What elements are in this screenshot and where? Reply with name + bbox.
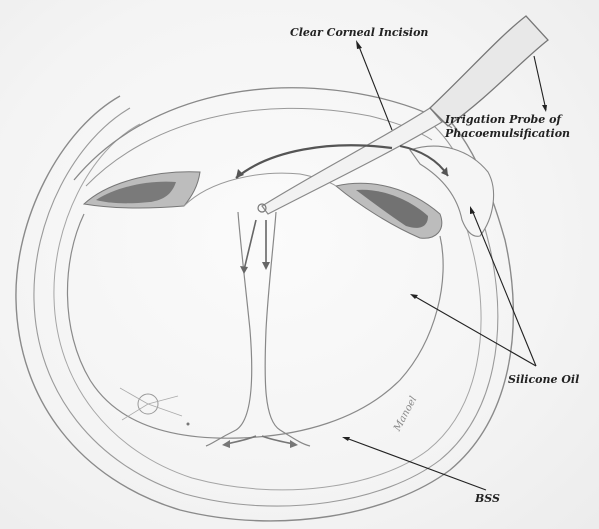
retina-dot — [187, 423, 190, 426]
flow-arrow-down-left-head — [240, 266, 248, 274]
pointer-probe — [534, 56, 546, 110]
pointer-oil-2-head — [410, 294, 418, 299]
probe-handle — [430, 16, 548, 126]
irrigation-probe-label-line1: Irrigation Probe of — [445, 113, 570, 127]
pointer-oil-2 — [414, 296, 536, 366]
flow-arrow-down-right-head — [262, 262, 270, 270]
bss-label: BSS — [475, 492, 500, 506]
central-column — [206, 212, 252, 446]
irrigation-probe-label-line2: Phacoemulsification — [445, 127, 570, 141]
irrigation-probe-label: Irrigation Probe of Phacoemulsification — [445, 113, 570, 141]
clear-corneal-incision-label: Clear Corneal Incision — [290, 26, 428, 40]
flow-arrow-bottom-right — [262, 436, 294, 444]
pointer-bss — [346, 438, 486, 490]
pointer-probe-head — [542, 105, 547, 112]
flow-arrow-bottom-right-head — [290, 440, 298, 448]
retinal-vessels — [120, 388, 182, 420]
vitreous-cavity-contour — [67, 214, 443, 438]
central-column-right — [265, 212, 310, 446]
pointer-oil-1 — [472, 210, 536, 366]
flow-arrow-down-left — [244, 220, 256, 270]
flow-arrow-bottom-left — [226, 436, 256, 444]
pointer-bss-head — [342, 437, 350, 441]
pointer-incision-head — [356, 40, 362, 49]
flow-arrow-bottom-left-head — [222, 440, 230, 448]
silicone-oil-label: Silicone Oil — [508, 373, 579, 387]
